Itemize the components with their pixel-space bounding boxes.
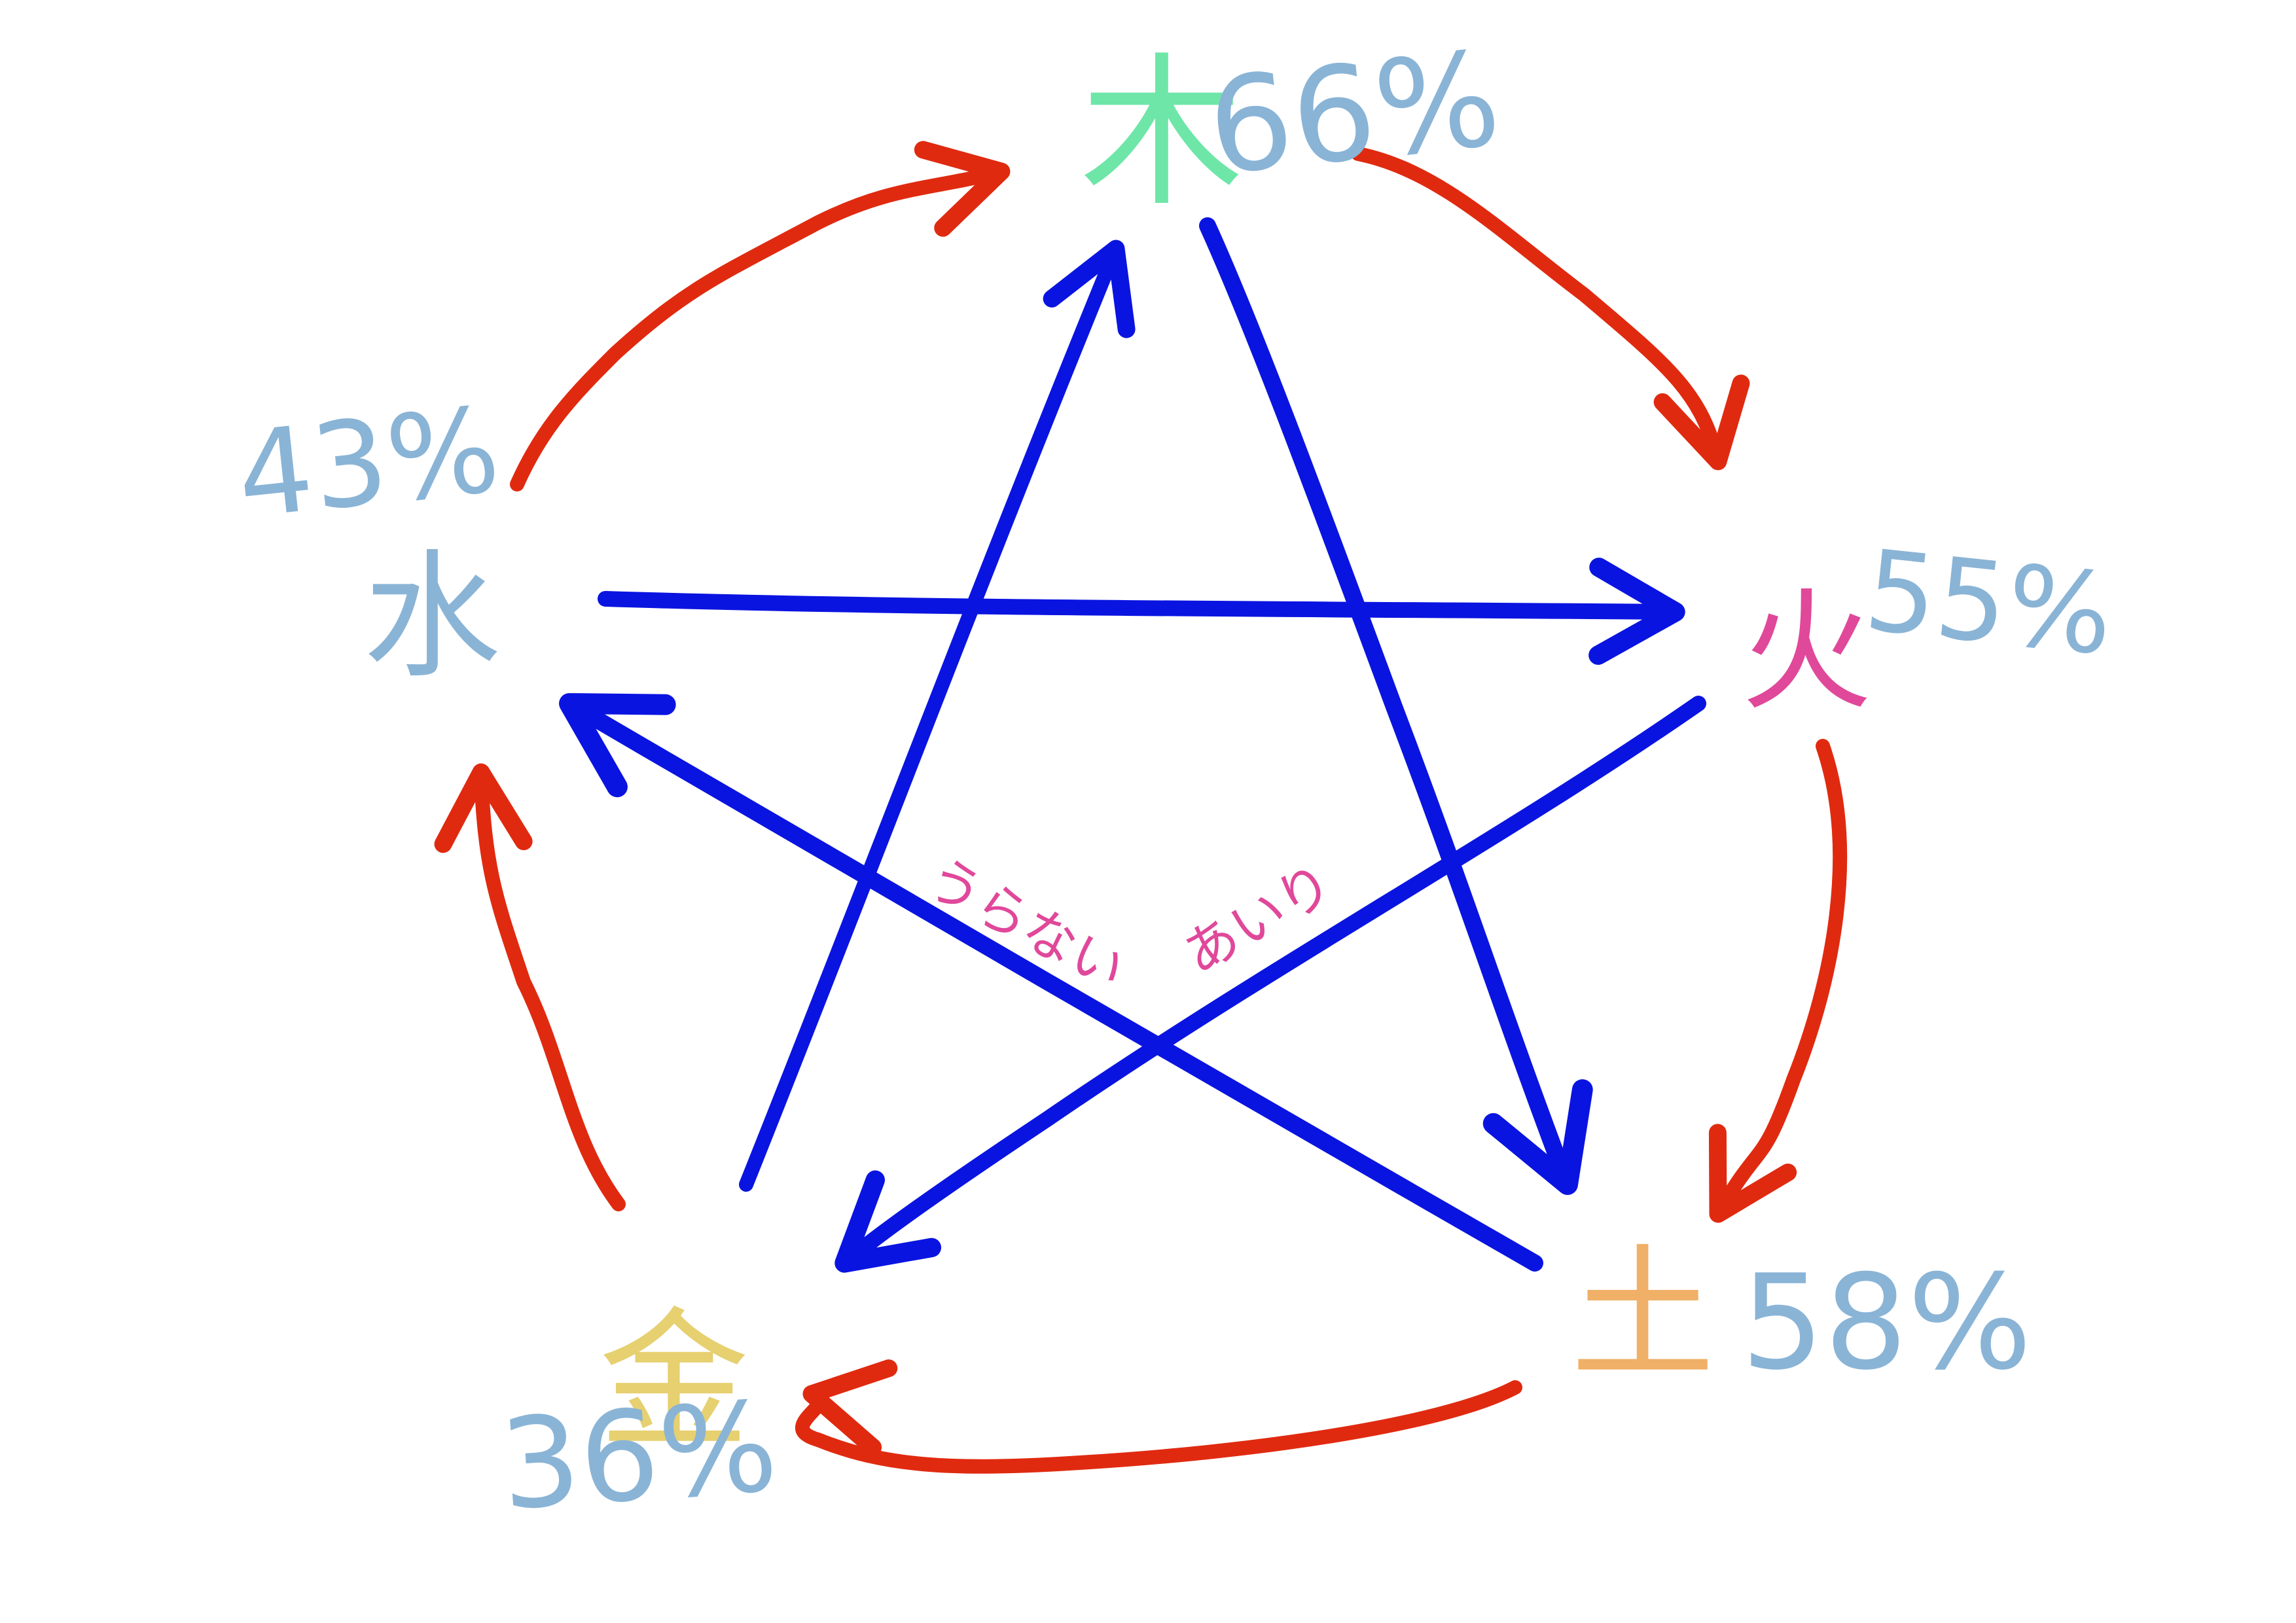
wood-kanji: 木 — [1080, 38, 1244, 228]
arrow-fire-to-metal — [834, 696, 1706, 1273]
element-earth: 土 58% — [1571, 1231, 2032, 1399]
earth-percent: 58% — [1741, 1247, 2032, 1399]
element-wood: 木 66% — [1080, 23, 1507, 228]
water-percent: 43% — [231, 382, 506, 545]
element-water: 水 43% — [231, 382, 506, 697]
controlling-cycle — [559, 217, 1706, 1273]
fire-percent: 55% — [1859, 526, 2119, 681]
arrow-wood-to-earth — [1199, 217, 1593, 1195]
arrow-water-to-fire — [598, 558, 1685, 665]
arrow-fire-to-earth — [1708, 739, 1848, 1223]
arrow-wood-to-fire — [1351, 147, 1750, 471]
element-fire: 火 55% — [1741, 526, 2119, 728]
water-kanji: 水 — [363, 537, 501, 697]
arrow-metal-to-wood — [739, 240, 1136, 1192]
element-metal: 金 36% — [496, 1294, 782, 1538]
fire-kanji: 火 — [1741, 576, 1872, 728]
arrow-earth-to-metal — [795, 1359, 1522, 1474]
generating-cycle — [434, 141, 1848, 1474]
arrow-metal-to-water — [434, 763, 626, 1211]
earth-kanji: 土 — [1571, 1231, 1715, 1399]
center-label-right: あいり — [1174, 852, 1344, 986]
wood-percent: 66% — [1202, 23, 1507, 205]
metal-kanji: 金 — [599, 1294, 749, 1469]
arrow-earth-to-water — [559, 693, 1543, 1272]
metal-percent: 36% — [496, 1374, 782, 1538]
arrow-water-to-wood — [510, 141, 1011, 491]
